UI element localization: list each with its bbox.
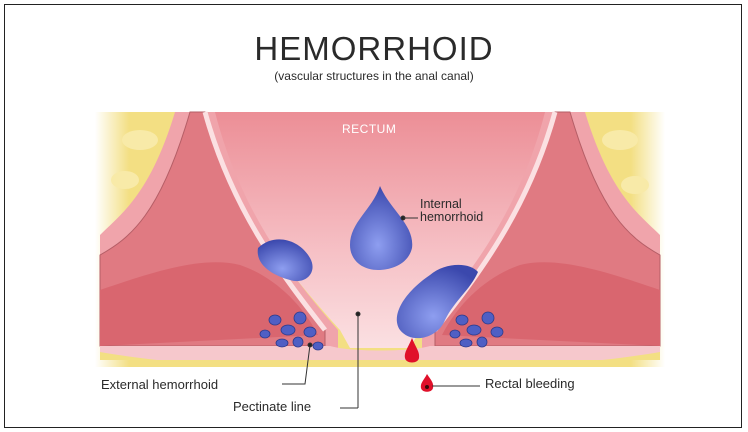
label-rectal-bleeding: Rectal bleeding (485, 376, 575, 391)
label-internal-hemorrhoid: Internal hemorrhoid (420, 198, 483, 224)
label-internal-line2: hemorrhoid (420, 211, 483, 224)
blood-drop-legend (421, 374, 433, 392)
label-rectum: RECTUM (342, 122, 396, 136)
label-external-hemorrhoid: External hemorrhoid (101, 377, 218, 392)
label-pectinate-line: Pectinate line (233, 399, 311, 414)
